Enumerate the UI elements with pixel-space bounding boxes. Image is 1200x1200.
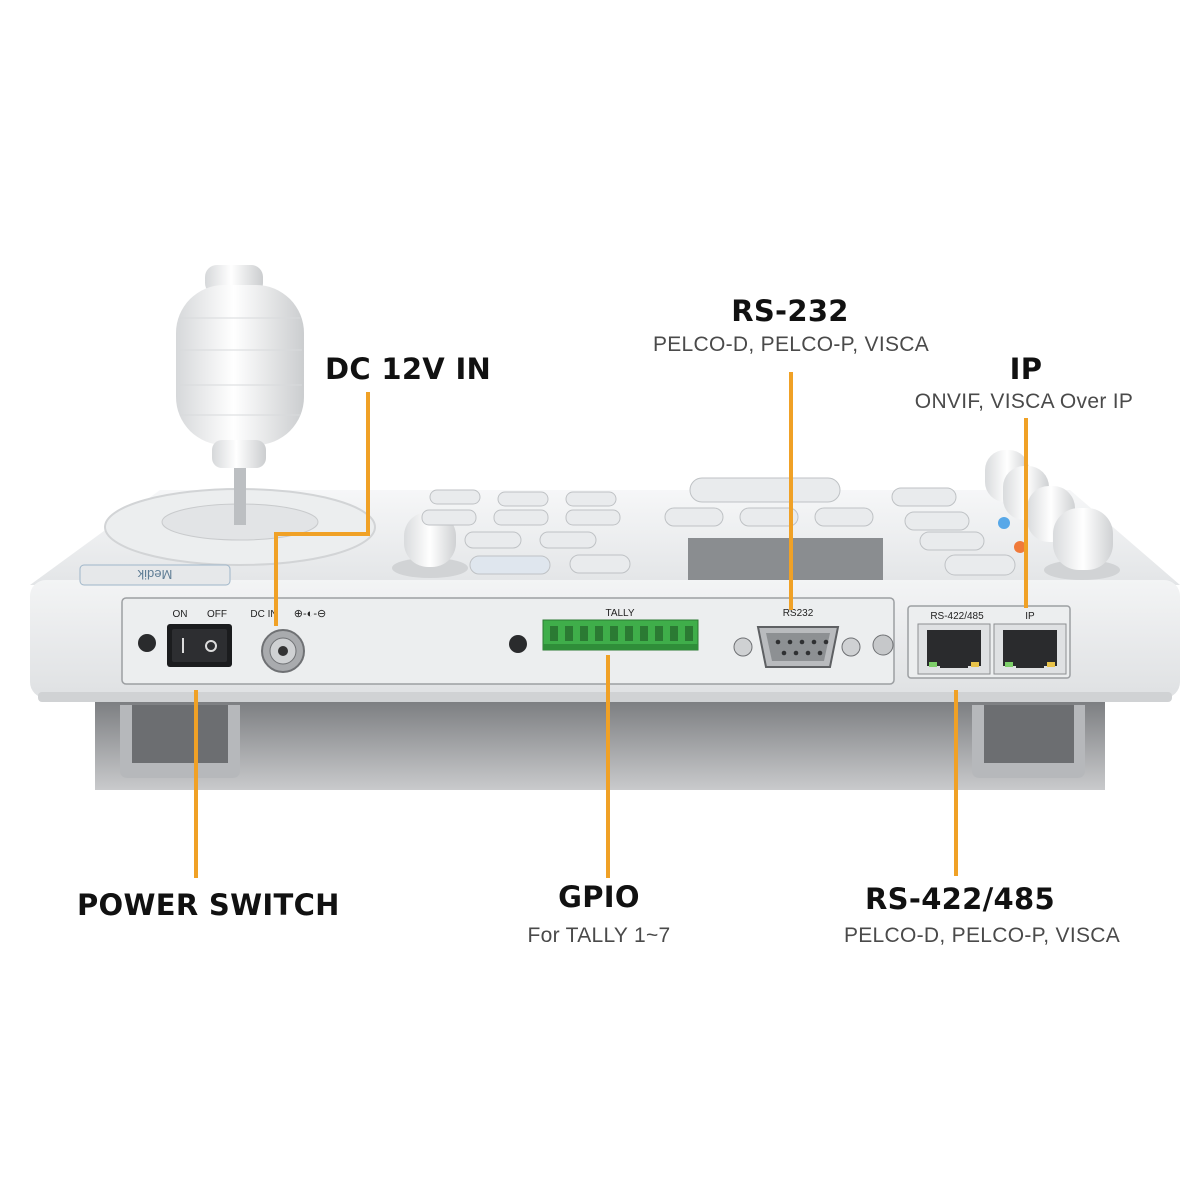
ip-callout-subtitle: ONVIF, VISCA Over IP	[914, 390, 1134, 413]
floor-shadow	[95, 700, 1105, 790]
rs232-callout-subtitle: PELCO-D, PELCO-P, VISCA	[652, 333, 930, 356]
svg-text:Medik: Medik	[137, 567, 172, 582]
ground-screw	[872, 634, 894, 656]
leader-dc-in-elbow	[274, 532, 370, 536]
switch-off-label: OFF	[207, 609, 227, 620]
ip-callout-title: IP	[1009, 352, 1043, 386]
gpio-callout-subtitle: For TALLY 1~7	[527, 924, 671, 947]
joystick-handle[interactable]	[176, 265, 304, 468]
polarity-icon: ⊕-◐-⊖	[294, 608, 326, 620]
zoom-knob[interactable]	[392, 512, 468, 578]
rs232-connector[interactable]	[733, 626, 861, 668]
leader-gpio	[606, 655, 610, 878]
center-buttons[interactable]	[664, 477, 874, 527]
switch-on-label: ON	[173, 609, 188, 620]
power-switch-callout-title: POWER SWITCH	[77, 888, 340, 922]
power-switch[interactable]	[167, 624, 232, 667]
ip-port[interactable]	[993, 623, 1067, 675]
rs422-callout-subtitle: PELCO-D, PELCO-P, VISCA	[843, 924, 1121, 947]
rs232-callout-title: RS-232	[731, 294, 849, 328]
rear-panel	[121, 597, 895, 685]
leader-rs422	[954, 690, 958, 876]
rs422-callout-title: RS-422/485	[865, 882, 1055, 916]
leader-dc-in	[366, 392, 370, 536]
gpio-callout-title: GPIO	[558, 880, 640, 914]
leader-power	[194, 690, 198, 878]
leader-rs232	[789, 372, 793, 610]
dc-in-jack[interactable]	[261, 629, 305, 673]
status-led-blue	[998, 517, 1010, 529]
right-knobs[interactable]	[985, 450, 1120, 580]
screw-hole	[138, 634, 156, 652]
right-buttons[interactable]	[891, 487, 1016, 576]
rs422-label: RS-422/485	[930, 611, 984, 622]
brand-logo: Medik	[79, 564, 231, 586]
tally-indicator	[509, 635, 527, 653]
dc-in-label: DC IN	[250, 609, 277, 620]
dc-in-callout-title: DC 12V IN	[325, 352, 492, 386]
ip-label: IP	[1025, 611, 1035, 622]
rs422-port[interactable]	[917, 623, 991, 675]
gpio-terminal-block[interactable]	[542, 619, 699, 651]
status-led-orange	[1014, 541, 1026, 553]
keypad[interactable]	[421, 489, 631, 575]
leader-ip	[1024, 418, 1028, 608]
tally-label: TALLY	[605, 608, 634, 619]
rs232-label: RS232	[783, 608, 814, 619]
leader-dc-in-drop	[274, 532, 278, 626]
lcd-screen	[688, 538, 883, 580]
